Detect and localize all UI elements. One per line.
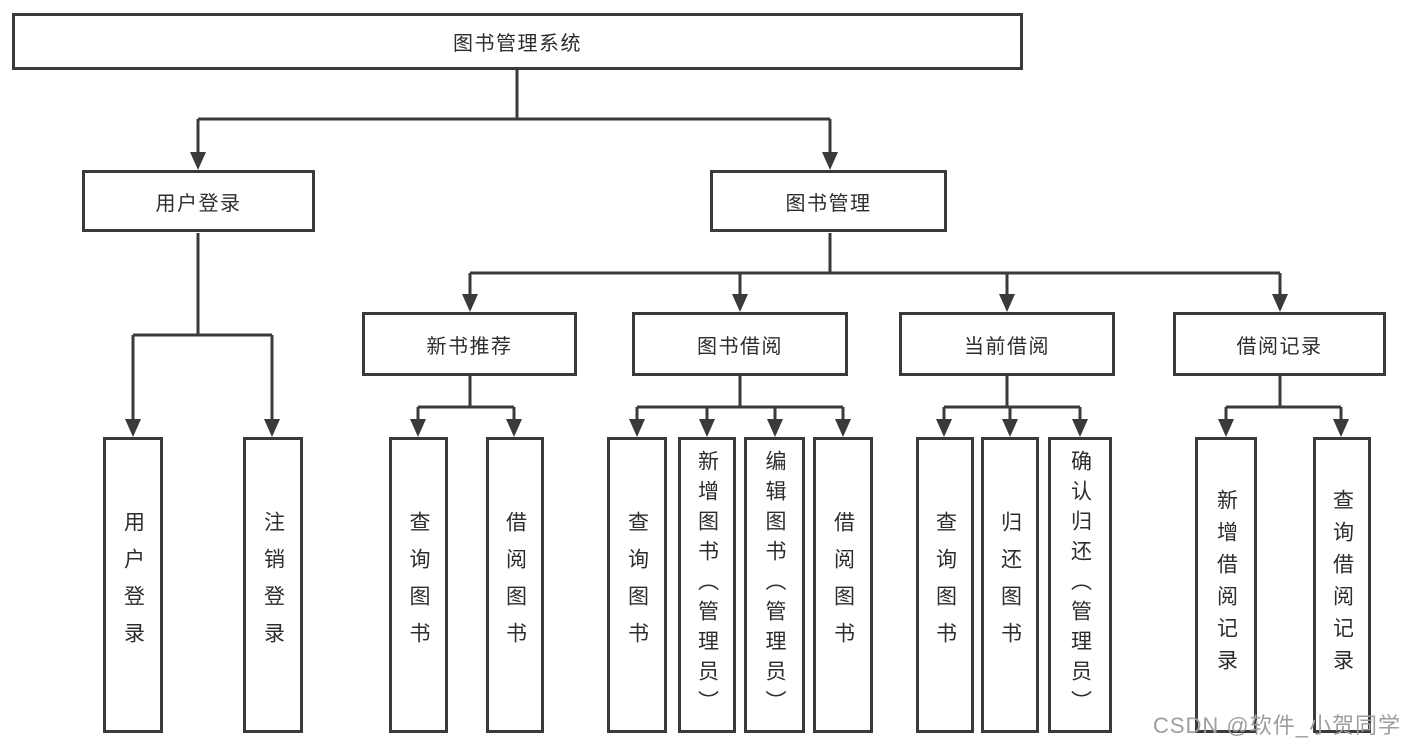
leaf-query-borrow-record: 查询借阅记录 (1313, 437, 1371, 733)
node-label: 用户登录 (121, 511, 145, 659)
node-label: 确认归还（管理员） (1068, 450, 1092, 720)
arrow-down-icon (264, 419, 280, 437)
node-new-book-recommend: 新书推荐 (362, 312, 577, 376)
leaf-add-borrow-record: 新增借阅记录 (1195, 437, 1257, 733)
node-label: 借阅图书 (831, 511, 855, 659)
node-label: 图书管理 (785, 192, 872, 215)
arrow-down-icon (732, 294, 748, 312)
leaf-user-login: 用户登录 (103, 437, 163, 733)
arrow-down-icon (835, 419, 851, 437)
leaf-query-books-current: 查询图书 (916, 437, 974, 733)
node-label: 归还图书 (998, 511, 1022, 659)
arrow-down-icon (506, 419, 522, 437)
arrow-down-icon (190, 152, 206, 170)
leaf-return-book: 归还图书 (981, 437, 1039, 733)
leaf-add-book-admin: 新增图书（管理员） (678, 437, 736, 733)
node-current-borrowing: 当前借阅 (899, 312, 1115, 376)
node-label: 注销登录 (261, 511, 285, 659)
arrow-down-icon (1272, 294, 1288, 312)
node-label: 新增借阅记录 (1214, 489, 1238, 681)
node-label: 新书推荐 (426, 335, 513, 358)
arrow-down-icon (999, 294, 1015, 312)
arrow-down-icon (1072, 419, 1088, 437)
node-book-borrowing: 图书借阅 (632, 312, 848, 376)
node-label: 图书管理系统 (453, 33, 582, 55)
node-label: 借阅记录 (1236, 335, 1323, 358)
leaf-borrow-books-recommend: 借阅图书 (486, 437, 544, 733)
node-book-management: 图书管理 (710, 170, 947, 232)
node-label: 新增图书（管理员） (695, 450, 719, 720)
arrow-down-icon (1002, 419, 1018, 437)
node-label: 查询图书 (625, 511, 649, 659)
arrow-down-icon (462, 294, 478, 312)
node-label: 图书借阅 (697, 335, 783, 358)
arrow-down-icon (410, 419, 426, 437)
arrow-down-icon (767, 419, 783, 437)
arrow-down-icon (1218, 419, 1234, 437)
arrow-down-icon (699, 419, 715, 437)
arrow-down-icon (125, 419, 141, 437)
node-label: 查询图书 (407, 511, 430, 659)
arrow-down-icon (629, 419, 645, 437)
leaf-logout: 注销登录 (243, 437, 303, 733)
leaf-confirm-return-admin: 确认归还（管理员） (1048, 437, 1112, 733)
leaf-borrow-books: 借阅图书 (813, 437, 873, 733)
watermark-text: CSDN @软件_小贺同学 (1152, 713, 1401, 738)
leaf-edit-book-admin: 编辑图书（管理员） (744, 437, 805, 733)
arrow-down-icon (822, 152, 838, 170)
node-label: 编辑图书（管理员） (763, 450, 786, 720)
node-borrowing-records: 借阅记录 (1173, 312, 1386, 376)
arrow-down-icon (1333, 419, 1349, 437)
node-label: 查询借阅记录 (1330, 489, 1354, 681)
leaf-query-books-recommend: 查询图书 (389, 437, 448, 733)
leaf-query-books-borrow: 查询图书 (607, 437, 667, 733)
arrow-down-icon (936, 419, 952, 437)
node-label: 查询图书 (933, 511, 957, 659)
node-label: 用户登录 (155, 192, 242, 215)
node-label: 当前借阅 (964, 335, 1050, 358)
node-label: 借阅图书 (503, 511, 527, 659)
node-system-root: 图书管理系统 (12, 13, 1023, 70)
node-user-login-branch: 用户登录 (82, 170, 315, 232)
